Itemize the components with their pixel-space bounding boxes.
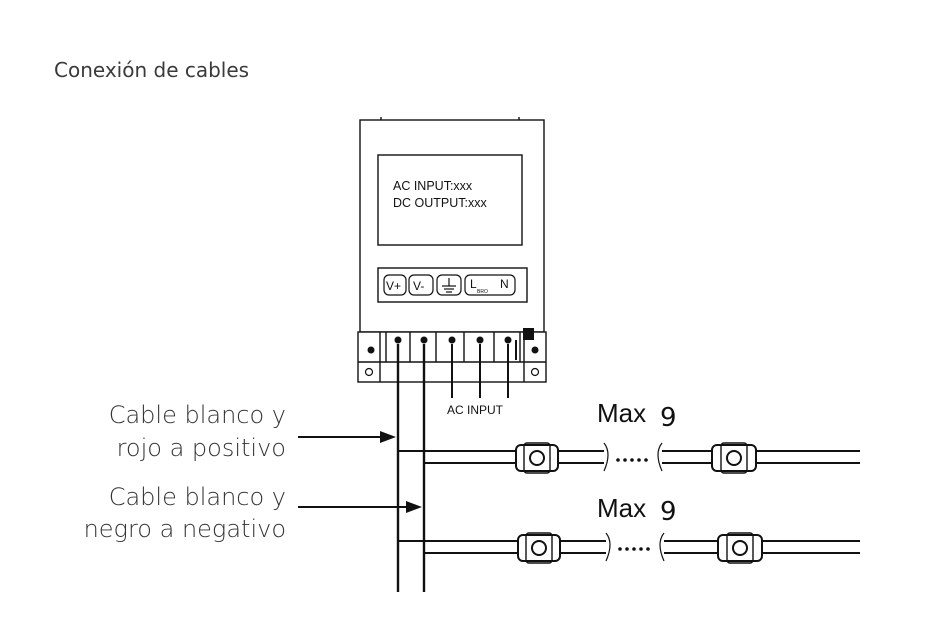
page-title: Conexión de cables [54, 58, 250, 82]
terminal-vminus-label: V- [413, 279, 424, 293]
led-string-2: Max 9 [398, 493, 860, 564]
led-module-icon [515, 442, 559, 474]
terminal-live-sub: BRO [477, 289, 488, 295]
led-module-icon [717, 532, 763, 564]
terminal-vplus-label: V+ [386, 279, 401, 293]
ac-input-label: AC INPUT [447, 403, 504, 417]
led-string-1: Max 9 [398, 398, 860, 474]
led-module-icon [711, 442, 757, 474]
terminal-vplus-box [383, 274, 407, 296]
led-module-icon [517, 532, 561, 564]
max-word-1: Max [597, 398, 646, 428]
pointer-arrows [298, 436, 408, 508]
positive-label-line2: rojo a positivo [117, 434, 286, 462]
ac-input-wires [451, 340, 517, 398]
arrow-positive-icon [380, 431, 396, 443]
dc-output-bus [396, 344, 426, 592]
max-value-2: 9 [660, 497, 677, 527]
terminal-vminus-box [408, 274, 434, 296]
terminal-screws [367, 328, 539, 354]
terminal-label-strip [377, 267, 528, 303]
positive-label-line1: Cable blanco y [109, 401, 286, 429]
ac-input-rating: AC INPUT:xxx [393, 179, 473, 193]
negative-label-line1: Cable blanco y [109, 483, 286, 511]
arrow-negative-icon [406, 501, 422, 513]
negative-label-line2: negro a negativo [84, 515, 286, 543]
rating-label-panel [377, 154, 523, 246]
max-value-1: 9 [660, 403, 677, 433]
terminal-neutral-label: N [500, 277, 509, 291]
max-word-2: Max [597, 493, 646, 523]
mount-holes [364, 367, 540, 377]
dc-output-rating: DC OUTPUT:xxx [393, 196, 488, 210]
terminal-live-label: L [470, 277, 477, 291]
terminal-ln-box [464, 274, 516, 296]
ground-icon [442, 278, 456, 293]
